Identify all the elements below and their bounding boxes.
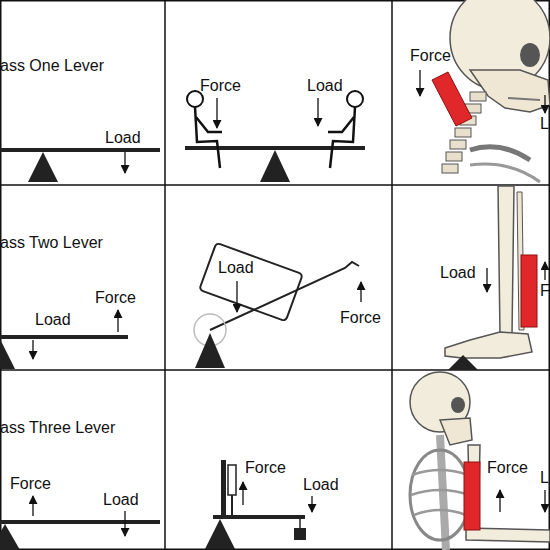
fulcrum [0, 524, 20, 550]
fulcrum [205, 519, 235, 549]
eye-socket [451, 397, 465, 413]
stick-figure-head [347, 91, 363, 107]
load-label: Load [103, 492, 139, 508]
piston [228, 465, 236, 495]
force-label: Force [487, 460, 528, 476]
rib [412, 470, 468, 475]
jaw [440, 418, 472, 445]
piston-rod [231, 495, 233, 515]
load-arrow [317, 98, 318, 126]
lever-class-title: ass Two Lever [0, 235, 103, 251]
load-arrow [544, 490, 545, 512]
load-label: Load [35, 312, 71, 328]
grid-line [0, 184, 550, 186]
fulcrum [260, 150, 290, 182]
fulcrum [28, 152, 58, 182]
rib [470, 164, 540, 182]
force-label: F [540, 283, 550, 299]
tibia [498, 186, 514, 335]
force-label: Force [410, 48, 451, 64]
force-arrow [360, 282, 361, 302]
force-arrow [242, 482, 243, 505]
muscle [432, 72, 472, 126]
fulcrum [0, 339, 15, 369]
vertebra [455, 128, 471, 137]
force-arrow [32, 496, 33, 516]
stick-figure-body [195, 107, 220, 168]
load-arrow [124, 152, 125, 173]
force-arrow [419, 70, 420, 96]
load-arrow [124, 511, 125, 536]
load-arrow [32, 340, 33, 359]
grid-line [164, 0, 166, 550]
load-arrow [544, 95, 545, 113]
lever-class-title: ass Three Lever [0, 420, 115, 436]
rib [411, 490, 469, 495]
force-arrow [499, 490, 500, 512]
fulcrum [448, 355, 478, 370]
stick-figure-arm [196, 117, 222, 132]
stick-figure-body [330, 107, 355, 168]
lever-bar [0, 520, 160, 524]
foot-bones [445, 332, 532, 358]
load-label: Load [218, 260, 254, 276]
vertebra [470, 92, 486, 101]
load-arrow [311, 496, 312, 512]
stick-figure-arm [328, 117, 354, 132]
fulcrum [195, 333, 225, 368]
load-arrow [486, 268, 487, 292]
load-label: Load [303, 477, 339, 493]
force-arrow [117, 310, 118, 332]
seesaw-bar [185, 146, 365, 150]
cable [299, 519, 301, 528]
muscle [464, 462, 480, 530]
load-label: Load [440, 265, 476, 281]
load-arrow [236, 281, 237, 312]
teeth [508, 98, 540, 100]
grid-line [391, 0, 393, 550]
vertebra [450, 140, 466, 149]
force-label: Force [245, 460, 286, 476]
load-label: L [540, 116, 549, 132]
jaw [470, 70, 550, 112]
muscle [521, 255, 537, 327]
eye-socket [520, 43, 540, 67]
clavicle [470, 147, 530, 160]
force-arrow [216, 98, 217, 128]
load-label: L [540, 470, 549, 486]
ribcage [410, 450, 470, 540]
spine [440, 435, 446, 550]
force-label: Force [340, 310, 381, 326]
load-label: Load [307, 78, 343, 94]
lever-class-title: ass One Lever [0, 58, 104, 74]
rib [414, 510, 466, 515]
lever-bar [0, 335, 128, 339]
force-label: Force [10, 476, 51, 492]
vertebra [446, 152, 462, 161]
force-label: Force [200, 78, 241, 94]
lever-bar [213, 515, 305, 519]
lever-bar [0, 148, 160, 152]
wheelbarrow-tray [199, 243, 303, 321]
weight [294, 528, 306, 540]
force-arrow [544, 262, 545, 280]
pole [221, 460, 226, 516]
vertebra [442, 164, 458, 173]
load-label: Load [105, 130, 141, 146]
force-label: Force [95, 290, 136, 306]
